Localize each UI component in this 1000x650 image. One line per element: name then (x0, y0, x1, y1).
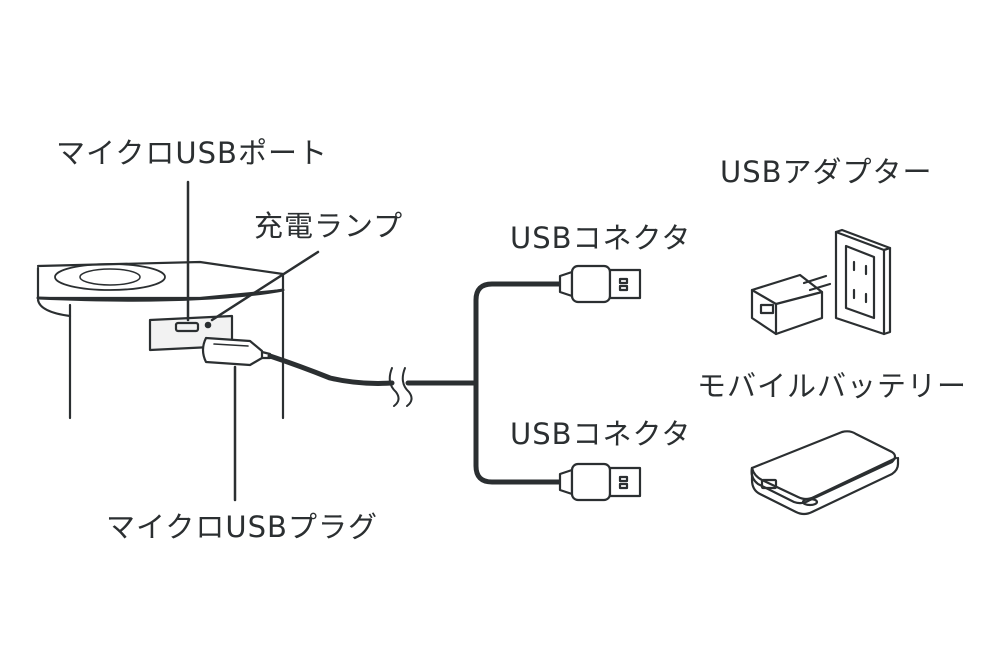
usb-cable (267, 281, 563, 485)
micro-usb-plug-illustration (201, 336, 272, 367)
usb-adapter-illustration (750, 273, 832, 336)
battery-micro-port (801, 497, 819, 507)
usb-connector-bottom-illustration (558, 462, 642, 502)
mobile-battery-illustration (750, 430, 900, 516)
adapter-usb-port (759, 303, 775, 315)
charge-lamp-dot (204, 321, 212, 329)
battery-usb-port (760, 478, 778, 490)
micro-usb-plug-label: マイクロUSBプラグ (106, 510, 378, 544)
wall-outlet-illustration (834, 228, 892, 336)
charge-lamp-label: 充電ランプ (254, 209, 404, 243)
usb-connector-top-illustration (558, 264, 642, 304)
micro-usb-port-slot (174, 321, 200, 333)
usb-connector-bottom-label: USBコネクタ (510, 417, 692, 451)
lamp-leader-line (210, 250, 320, 322)
mobile-battery-label: モバイルバッテリー (697, 369, 968, 403)
micro-usb-port-label: マイクロUSBポート (56, 136, 328, 170)
cable-break-mark (388, 367, 413, 407)
usb-connector-top-label: USBコネクタ (510, 221, 692, 255)
usb-adapter-label: USBアダプター (720, 155, 933, 189)
